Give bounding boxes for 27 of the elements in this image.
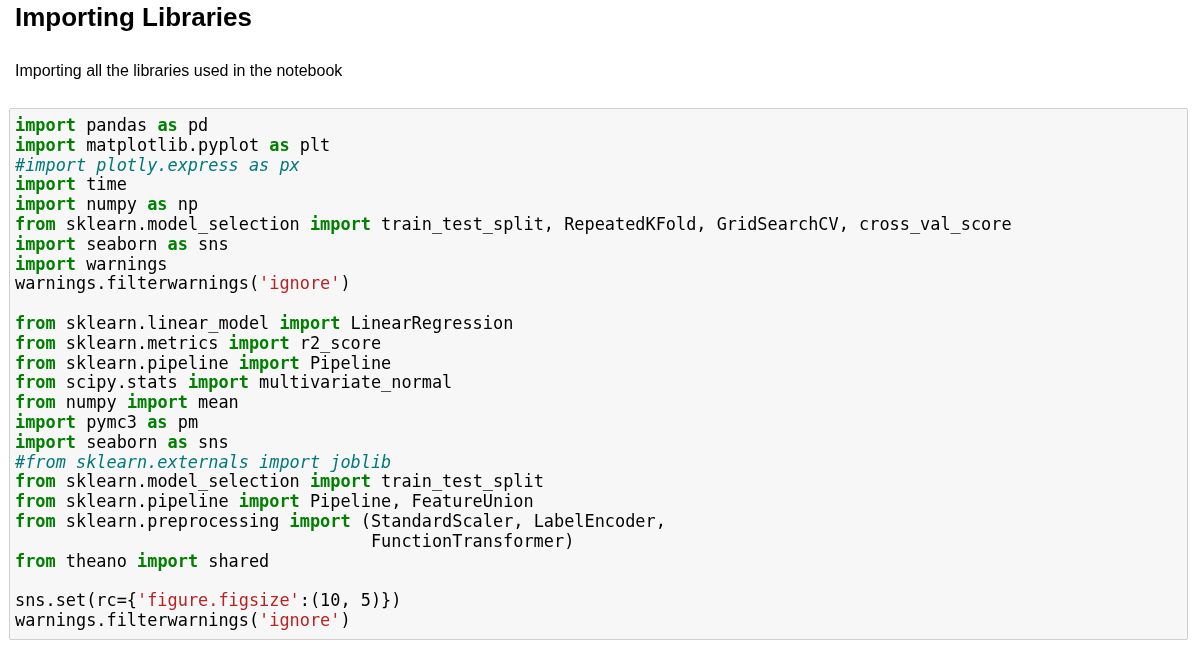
- code-line: import pandas as pd: [15, 116, 209, 136]
- code-line: import time: [15, 175, 127, 195]
- code-line: warnings.filterwarnings('ignore'): [15, 274, 351, 295]
- code-line: import warnings: [15, 254, 168, 275]
- code-line: from scipy.stats import multivariate_normal: [15, 373, 453, 393]
- code-line: from numpy import mean: [15, 393, 239, 413]
- code-line: import matplotlib.pyplot as plt: [15, 135, 331, 156]
- code-line: from sklearn.model_selection import train_test_split: [15, 472, 544, 493]
- code-line: #import plotly.express as px: [15, 155, 300, 176]
- code-line: from sklearn.preprocessing import (StandardScaler, LabelEncoder,: [15, 511, 666, 532]
- code-line: from sklearn.metrics import r2_score: [15, 333, 382, 354]
- code-line: from theano import shared: [15, 551, 270, 572]
- code-line: FunctionTransformer): [369, 531, 575, 552]
- code-line: import seaborn as sns: [15, 432, 229, 453]
- description: Importing all the libraries used in the notebook: [15, 62, 343, 80]
- heading: Importing Libraries: [15, 2, 252, 33]
- code-line: from sklearn.pipeline import Pipeline: [15, 353, 392, 374]
- code-line: sns.set(rc={'figure.figsize':(10, 5)}): [15, 591, 402, 611]
- code-cell: [9, 108, 1188, 640]
- code-line: warnings.filterwarnings('ignore'): [15, 610, 351, 631]
- code-line: import pymc3 as pm: [15, 412, 199, 433]
- code-line: import seaborn as sns: [15, 234, 229, 255]
- code-line: from sklearn.pipeline import Pipeline, FeatureUnion: [15, 492, 534, 512]
- code-line: import numpy as np: [15, 195, 199, 215]
- code-line: from sklearn.linear_model import LinearRegression: [15, 313, 514, 334]
- code-line: #from sklearn.externals import joblib: [15, 452, 392, 473]
- code-line: from sklearn.model_selection import train_test_split, RepeatedKFold, GridSearchCV, cross_val_score: [15, 215, 1012, 235]
